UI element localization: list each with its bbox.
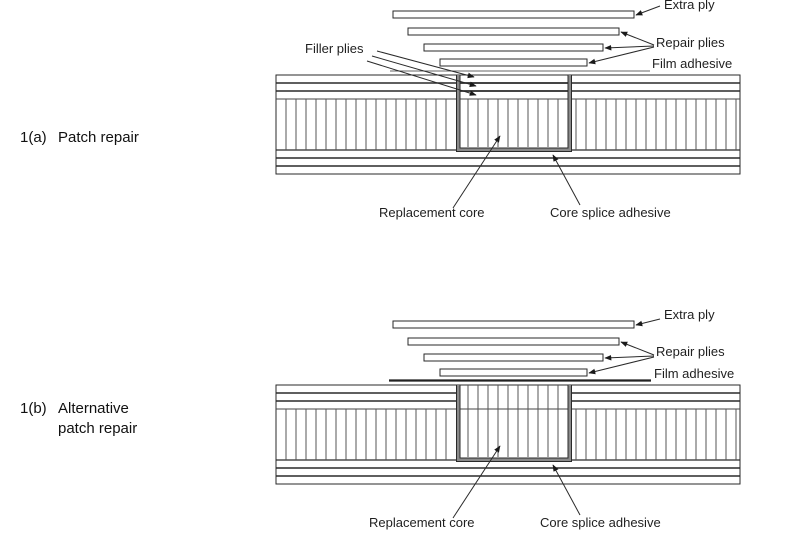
figure-1a-drawing [275,5,741,209]
repair-plies-leader [604,354,655,361]
core-splice-outline-inner [459,385,569,459]
label-replacement-core-1a: Replacement core [379,205,485,220]
repair-ply [423,43,604,52]
repair-plies-leader [588,46,655,65]
core-splice-outline-outer [456,75,572,152]
replacement-core-leader [452,135,501,209]
repair-plies-leader [604,44,655,51]
figure-1b-title: 1(b) Alternative patch repair [20,399,137,439]
label-extra-ply-1b: Extra ply [664,307,715,322]
extra-ply-leader [635,5,661,16]
figure-1b-number: 1(b) [20,400,47,417]
core-splice-adhesive [456,75,572,152]
replacement-core-leader [452,445,501,519]
repair-plies-leader [620,341,655,356]
extra-ply [392,10,635,19]
figure-1b-title-line2: patch repair [58,420,138,437]
extra-ply-leader [635,318,661,327]
core-splice-adhesive-leader [552,464,581,516]
filler-plies-leader [376,50,475,79]
repair-ply [439,58,588,67]
figure-1a-title: 1(a) Patch repair [20,128,139,148]
core-splice-outline-outer [456,385,572,462]
core-splice-outline-inner [459,75,569,149]
label-replacement-core-1b: Replacement core [369,515,475,530]
label-repair-plies-1a: Repair plies [656,35,725,50]
label-repair-plies-1b: Repair plies [656,344,725,359]
repair-plies-leader [620,31,655,46]
repair-ply [407,337,620,346]
label-film-adhesive-1b: Film adhesive [654,366,735,381]
sandwich-panel [275,74,741,175]
label-extra-ply-1a: Extra ply [664,0,715,12]
repair-plies-leader [588,356,655,375]
figure-1a-number: 1(a) [20,129,47,146]
figure-1a-title-text: Patch repair [58,129,139,146]
label-core-splice-adhesive-1a: Core splice adhesive [550,205,671,220]
label-filler-plies-1a: Filler plies [305,41,364,56]
filler-plies-leader [371,55,477,87]
figure-1b-drawing [275,318,741,519]
label-film-adhesive-1a: Film adhesive [652,56,733,71]
label-core-splice-adhesive-1b: Core splice adhesive [540,515,661,530]
filler-plies-leader [366,60,477,96]
repair-ply [439,368,588,377]
repair-ply [407,27,620,36]
extra-ply [392,320,635,329]
figure-1b-title-line1: Alternative [58,400,129,417]
core-splice-adhesive [456,385,572,462]
repair-ply [423,353,604,362]
core-splice-adhesive-leader [552,154,581,206]
